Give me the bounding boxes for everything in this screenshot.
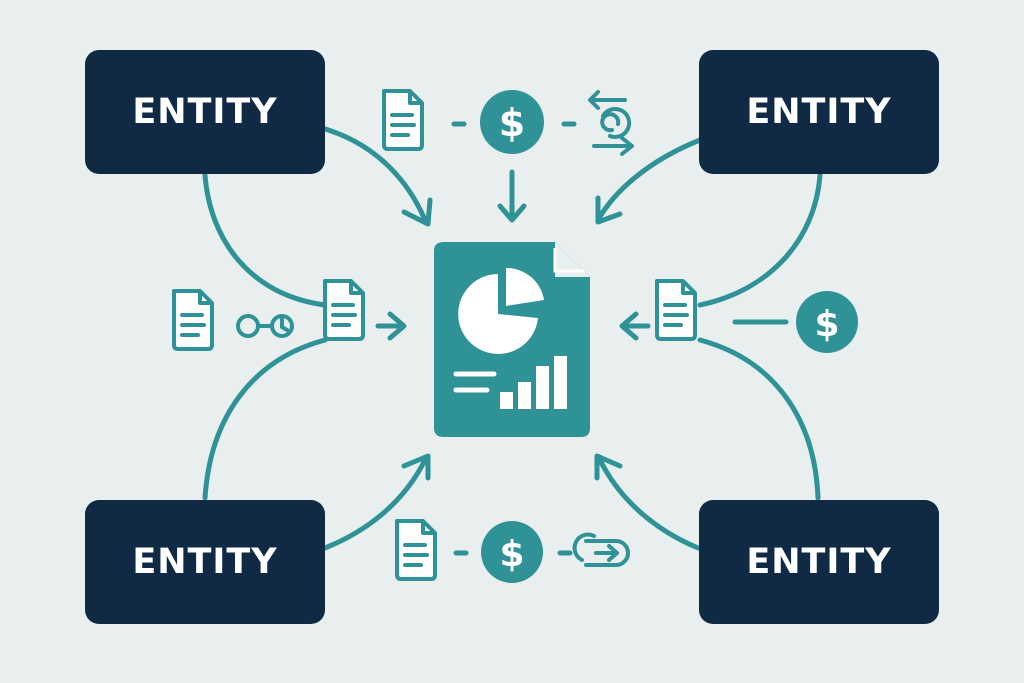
entity-box-bottom-left: ENTITY <box>85 500 325 624</box>
connector-top-right <box>595 137 703 223</box>
dollar-symbol: $ <box>499 534 524 575</box>
arrowhead-top-left <box>401 197 433 227</box>
connector-left-upper <box>202 172 328 308</box>
arrowhead-top-right <box>595 195 623 225</box>
report-chart-icon <box>434 242 590 437</box>
connector-bottom-right <box>597 457 701 551</box>
connector-left-lower <box>202 337 328 501</box>
arrowhead-top-center <box>497 203 527 223</box>
exchange-arrows-icon <box>588 90 634 156</box>
report-bar-3 <box>536 366 549 409</box>
entity-label: ENTITY <box>746 92 892 132</box>
entity-box-bottom-right: ENTITY <box>699 500 939 624</box>
dollar-coin-icon: $ <box>481 521 543 583</box>
arrowhead-bottom-right <box>594 453 623 481</box>
dollar-coin-icon: $ <box>480 90 544 154</box>
connector-right-upper <box>697 172 823 308</box>
entity-box-top-left: ENTITY <box>85 50 325 174</box>
connector-top-left <box>319 125 428 223</box>
connectors <box>202 125 823 551</box>
pie-slice-main <box>458 274 538 354</box>
pie-slice-minor <box>506 267 544 306</box>
link-icon <box>236 314 294 338</box>
dashes <box>451 121 577 556</box>
dollar-symbol: $ <box>814 304 839 345</box>
report-bar-2 <box>518 382 531 409</box>
entity-label: ENTITY <box>132 542 278 582</box>
entity-label: ENTITY <box>132 92 278 132</box>
connector-bottom-left <box>322 457 428 551</box>
arrowhead-right <box>619 311 639 341</box>
connector-right-lower <box>697 337 821 501</box>
entity-label: ENTITY <box>746 542 892 582</box>
exchange-arrows-icon <box>572 532 630 567</box>
entity-box-top-right: ENTITY <box>699 50 939 174</box>
report-bar-4 <box>554 356 567 409</box>
report-bar-1 <box>500 392 513 409</box>
arrowhead-left <box>387 311 407 341</box>
dollar-coin-icon: $ <box>796 291 858 353</box>
arrowhead-bottom-left <box>401 453 431 481</box>
dollar-symbol: $ <box>499 101 525 145</box>
arrowheads <box>387 195 639 481</box>
